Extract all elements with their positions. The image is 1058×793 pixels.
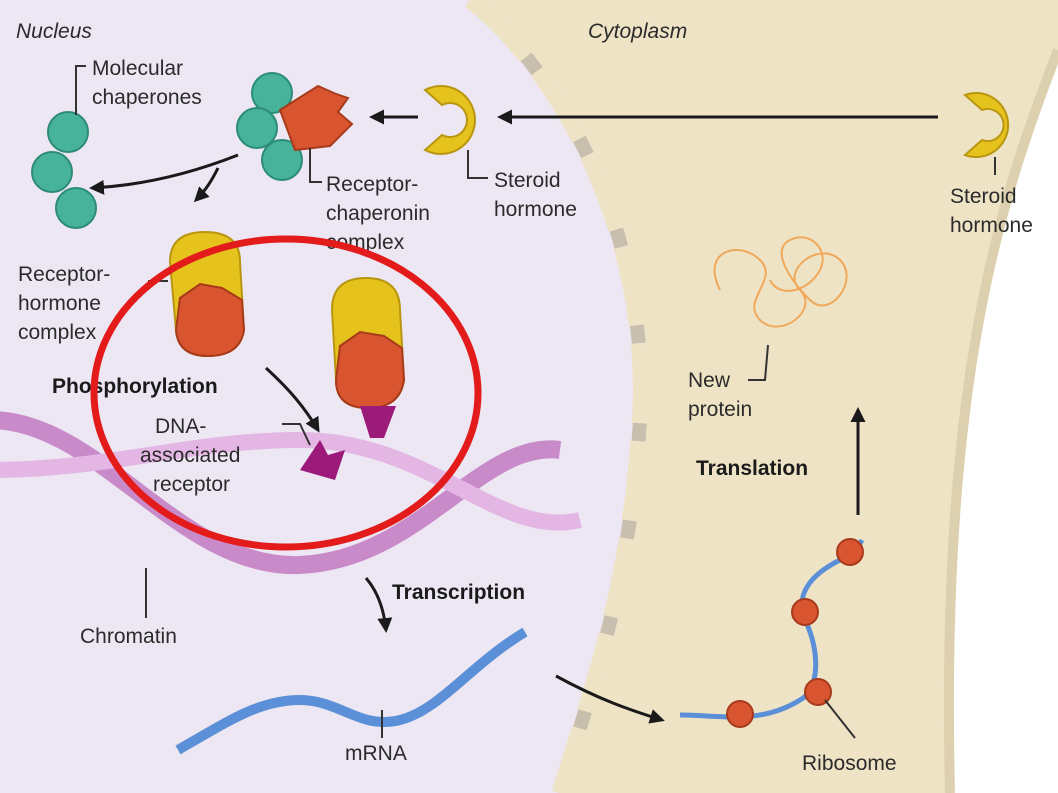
new-protein-line2: protein xyxy=(688,398,752,421)
mrna-export-arrow xyxy=(555,674,665,724)
phosphorylation-arrow xyxy=(264,366,320,433)
steroid-hormone-cytoplasm-line1: Steroid xyxy=(950,185,1017,208)
mrna-strand xyxy=(175,627,528,755)
cell-membrane xyxy=(943,48,1058,793)
cytoplasm-label: Cytoplasm xyxy=(588,20,687,43)
receptor-release-arrow xyxy=(193,167,220,203)
steroid-hormone-nucleus-icon xyxy=(423,85,476,155)
new-protein-squiggle xyxy=(713,236,848,328)
chromatin-label: Chromatin xyxy=(80,625,177,648)
receptor-hormone-line2: hormone xyxy=(18,292,101,315)
transcription-arrow xyxy=(364,577,393,633)
translation-label: Translation xyxy=(696,457,808,480)
new-protein-line1: New xyxy=(688,369,731,392)
mrna-label: mRNA xyxy=(345,742,407,765)
receptor-hormone-complex-2 xyxy=(330,276,406,438)
receptor-chaperonin-complex xyxy=(236,72,354,181)
receptor-hormone-line1: Receptor- xyxy=(18,263,110,286)
steroid-hormone-icon xyxy=(963,92,1010,158)
phosphorylation-label: Phosphorylation xyxy=(52,375,218,398)
transcription-label: Transcription xyxy=(392,581,525,604)
steroid-hormone-nucleus-line2: hormone xyxy=(494,198,577,221)
molecular-chaperones-line1: Molecular xyxy=(92,57,183,80)
ribosome-label: Ribosome xyxy=(802,752,897,775)
nucleus-region xyxy=(0,0,641,793)
chromatin-strands xyxy=(0,411,582,575)
nuclear-pores xyxy=(464,0,649,793)
dna-receptor-line1: DNA- xyxy=(155,415,206,438)
nucleus-label: Nucleus xyxy=(16,20,92,43)
chaperone-release-arrow xyxy=(89,153,239,195)
dna-receptor-line2: associated xyxy=(140,444,240,467)
highlight-circle xyxy=(90,235,482,551)
polysome xyxy=(679,538,865,728)
molecular-chaperones-line2: chaperones xyxy=(92,86,202,109)
steroid-hormone-cytoplasm-line2: hormone xyxy=(950,214,1033,237)
receptor-chaperonin-line2: chaperonin xyxy=(326,202,430,225)
steroid-hormone-nucleus-line1: Steroid xyxy=(494,169,561,192)
receptor-chaperonin-line1: Receptor- xyxy=(326,173,418,196)
receptor-hormone-line3: complex xyxy=(18,321,97,344)
molecular-chaperones xyxy=(31,111,97,229)
dna-receptor-line3: receptor xyxy=(153,473,230,496)
dna-associated-receptor-icon xyxy=(300,440,345,480)
